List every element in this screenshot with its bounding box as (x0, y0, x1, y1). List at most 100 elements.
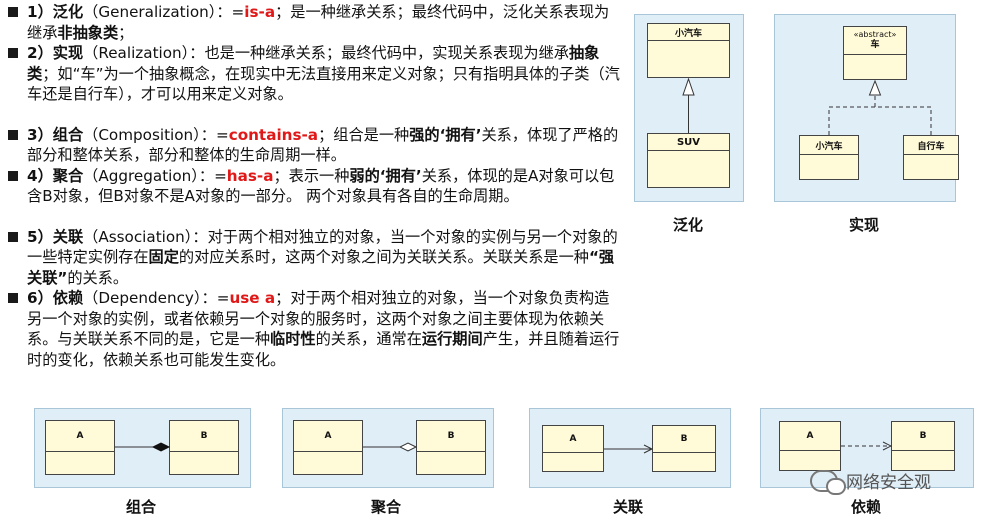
item-term: 泛化 (52, 3, 84, 21)
class-name: 小汽车 (674, 28, 702, 39)
item-term: 组合 (52, 125, 84, 144)
item-body: ；组合是一种 (318, 125, 410, 144)
realization-arrows (828, 79, 932, 135)
item-body: 的关系，通常在 (315, 330, 422, 348)
item-number: 6） (27, 289, 53, 307)
class-name: B (447, 431, 455, 441)
caption-generalization: 泛化 (672, 216, 703, 234)
caption-dependency: 依赖 (850, 498, 881, 516)
class-box-b: B (891, 421, 955, 471)
item-term: 实现 (52, 44, 84, 62)
item-keyword: has-a (226, 166, 274, 185)
dependency-link (841, 441, 893, 451)
realization-panel: «abstract» 车 小汽车 自行车 (774, 14, 959, 202)
class-name: «abstract» 车 (844, 27, 906, 53)
dependency-panel: A B (760, 408, 974, 488)
bullet-icon (8, 170, 18, 181)
item-keyword: contains-a (228, 125, 319, 144)
item-term: 聚合 (52, 166, 84, 185)
class-box-b: B (652, 425, 716, 472)
item-number: 5） (27, 227, 53, 246)
item-dependency: 6）依赖（Dependency）：=use a；对于两个相对独立的对象，当一个对… (8, 288, 620, 370)
wechat-icon (810, 469, 846, 495)
class-name: SUV (676, 136, 701, 148)
item-term: 关联 (52, 227, 84, 246)
item-english: （Composition）：= (83, 125, 229, 144)
item-bold: 临时性 (270, 330, 316, 348)
class-box-child-1: 小汽车 (799, 135, 859, 180)
item-generalization: 1）泛化（Generalization）：=is-a；是一种继承关系；最终代码中… (8, 2, 620, 43)
item-bold: 强的‘拥有’ (409, 125, 482, 144)
class-name: B (919, 431, 927, 441)
class-box-a: A (542, 425, 604, 472)
class-name: A (324, 431, 332, 441)
item-number: 1） (27, 3, 53, 21)
item-english: （Dependency）：= (83, 289, 230, 307)
item-english: （Realization）： (83, 44, 205, 62)
association-panel: A B (529, 408, 731, 488)
caption-aggregation: 聚合 (370, 498, 401, 516)
class-box-b: B (169, 420, 239, 475)
composition-link (115, 442, 171, 452)
item-body: ；是一种继承关系；最终代码中，泛化关系表现为继承 (27, 3, 610, 42)
class-box-a: A (779, 421, 841, 471)
bullet-icon (8, 231, 18, 242)
item-english: （Aggregation）：= (83, 166, 227, 185)
item-bold: 抽象类 (27, 44, 600, 83)
caption-realization: 实现 (848, 216, 879, 234)
watermark: 网络安全观 (810, 468, 931, 495)
composition-panel: A B (34, 408, 251, 488)
item-english: （Generalization）：= (83, 3, 245, 21)
association-link (604, 444, 654, 454)
item-number: 2） (27, 44, 53, 62)
item-body: 的关系。 (67, 268, 129, 287)
generalization-panel: 小汽车 SUV (634, 14, 744, 202)
item-body: ；对于两个相对独立的对象，当一个对象负责构造另一个对象的实例，或者依赖另一个对象… (27, 289, 610, 348)
item-bold: 弱的‘拥有’ (349, 166, 422, 185)
item-body: 关系，体现的是A对象可以包含B对象，但B对象不是A对象的一部分。 两个对象具有各… (27, 166, 615, 206)
item-english: （Association）： (83, 227, 208, 246)
item-aggregation: 4）聚合（Aggregation）：=has-a；表示一种弱的‘拥有’关系，体现… (8, 166, 620, 207)
item-bold: “强关联” (27, 248, 615, 287)
class-name: B (680, 434, 688, 444)
item-body: 对于两个相对独立的对象，当一个对象的实例与另一个对象的一些特定实例存在 (27, 227, 618, 267)
item-bold: 运行期间 (421, 330, 483, 348)
class-box-child: SUV (647, 133, 730, 188)
class-name: B (200, 431, 208, 441)
generalization-arrow (682, 77, 695, 133)
item-body: ；如“车”为一个抽象概念，在现实中无法直接用来定义对象；只有指明具体的子类（汽车… (27, 64, 620, 104)
item-keyword: is-a (244, 3, 276, 21)
item-bold: 非抽象类 (57, 23, 119, 42)
item-number: 4） (27, 166, 53, 185)
bullet-icon (8, 129, 18, 140)
stereotype-label: «abstract» (853, 30, 897, 39)
item-bold: 固定 (148, 248, 179, 266)
text-column: 1）泛化（Generalization）：=is-a；是一种继承关系；最终代码中… (8, 2, 620, 370)
class-name: A (76, 431, 84, 441)
class-name: A (569, 434, 577, 444)
item-realization: 2）实现（Realization）：也是一种继承关系；最终代码中，实现关系表现为… (8, 43, 620, 105)
item-body: 的对应关系时，这两个对象之间为关联关系。关联关系是一种 (178, 248, 589, 266)
item-association: 5）关联（Association）：对于两个相对独立的对象，当一个对象的实例与另… (8, 227, 620, 289)
class-name: 小汽车 (815, 141, 843, 152)
class-name: A (806, 431, 814, 441)
bullet-icon (8, 7, 18, 17)
item-keyword: use a (229, 289, 276, 307)
watermark-text: 网络安全观 (846, 473, 931, 493)
bullet-icon (8, 293, 18, 303)
caption-composition: 组合 (125, 498, 156, 516)
item-body: ； (118, 23, 134, 42)
class-box-child-2: 自行车 (903, 135, 959, 180)
class-box-b: B (416, 420, 486, 475)
class-name-text: 车 (870, 40, 880, 50)
item-body: 也是一种继承关系；最终代码中，实现关系表现为继承 (204, 44, 569, 62)
abstract-class-box: «abstract» 车 (843, 26, 907, 80)
aggregation-panel: A B (282, 408, 494, 488)
item-number: 3） (27, 125, 53, 144)
caption-association: 关联 (612, 498, 643, 516)
class-name: 自行车 (917, 141, 945, 152)
class-box-parent: 小汽车 (647, 23, 730, 78)
aggregation-link (363, 442, 418, 452)
item-body: 关系，体现了严格的部分和整体关系，部分和整体的生命周期一样。 (27, 125, 619, 165)
item-body: ；表示一种 (273, 166, 350, 185)
